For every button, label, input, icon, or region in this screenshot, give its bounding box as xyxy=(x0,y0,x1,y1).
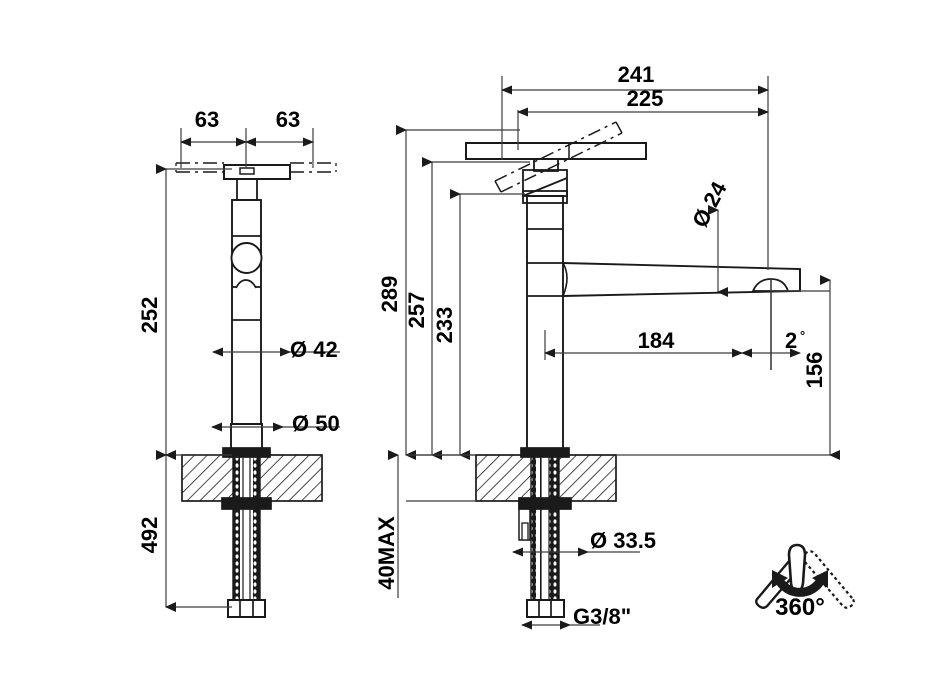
dim-label-dia-42: Ø 42 xyxy=(290,337,338,362)
bottom-nut-front xyxy=(227,599,266,618)
lever-handle-front xyxy=(175,162,337,180)
base-flange-side xyxy=(520,447,570,458)
dim-label-2-degrees: 2 xyxy=(785,328,797,353)
dim-40max xyxy=(388,450,476,598)
lever-handle-side xyxy=(465,121,647,193)
side-elevation-view xyxy=(465,121,801,618)
dim-63-right xyxy=(245,128,314,168)
dim-label-dia-50: Ø 50 xyxy=(292,411,340,436)
dim-label-2-degrees-sign: ° xyxy=(800,328,805,343)
dim-184 xyxy=(544,330,743,360)
dim-label-thread-g38: G3/8" xyxy=(573,604,631,629)
dim-2-degrees xyxy=(741,278,801,370)
threaded-shank-front xyxy=(232,454,261,608)
dim-492 xyxy=(156,450,232,612)
swivel-360-symbol: 360° xyxy=(755,543,855,621)
lock-nut-front xyxy=(221,497,272,510)
dim-label-289: 289 xyxy=(377,276,402,313)
dim-label-257: 257 xyxy=(404,292,429,329)
swivel-360-label: 360° xyxy=(775,594,825,621)
dim-63-left xyxy=(180,128,247,168)
front-view-dimensions xyxy=(156,128,340,612)
dim-233 xyxy=(450,189,525,460)
front-elevation-view xyxy=(175,162,337,618)
dim-156 xyxy=(616,275,840,460)
threaded-shank-side xyxy=(518,454,560,608)
dim-label-63-right: 63 xyxy=(276,107,300,132)
dim-label-225: 225 xyxy=(627,86,664,111)
dim-label-63-left: 63 xyxy=(195,107,219,132)
dim-257 xyxy=(422,157,530,460)
dim-label-492: 492 xyxy=(137,517,162,554)
lock-nut-side xyxy=(518,497,572,510)
dim-label-dia-33-5: Ø 33.5 xyxy=(590,528,656,553)
dim-label-233: 233 xyxy=(432,307,457,344)
body-column-side xyxy=(522,154,568,456)
base-flange-front xyxy=(222,447,271,458)
dim-label-156: 156 xyxy=(802,352,827,389)
dim-label-40max: 40MAX xyxy=(374,516,399,590)
dim-label-184: 184 xyxy=(638,328,675,353)
dim-252 xyxy=(156,164,232,460)
bottom-connector-side xyxy=(526,599,565,618)
dim-label-241: 241 xyxy=(618,62,655,87)
dim-label-252: 252 xyxy=(137,297,162,334)
side-view-dimensions xyxy=(388,76,840,630)
